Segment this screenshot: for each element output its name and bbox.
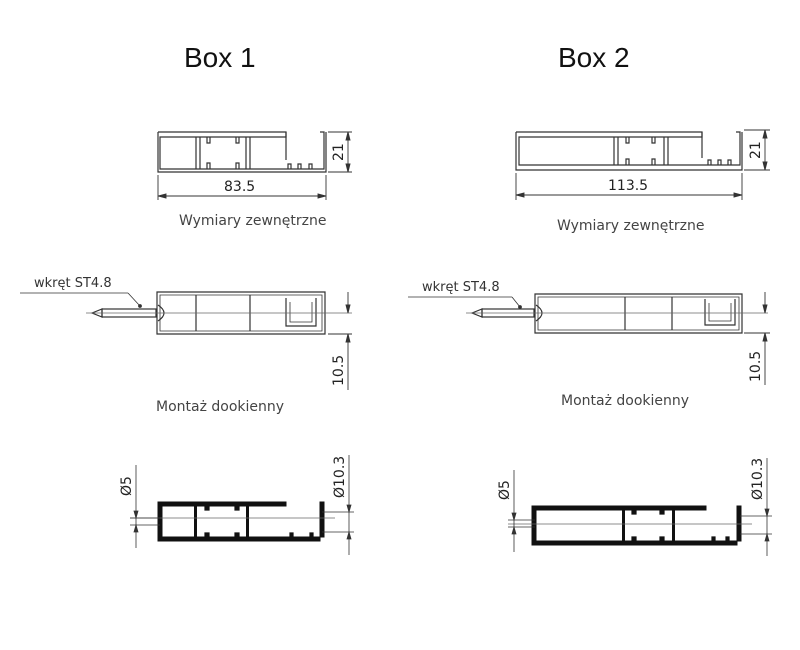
box1-mounting-caption: Montaż dookienny <box>156 399 285 415</box>
box1-screw-leader <box>20 292 352 314</box>
box2-mounting-profile <box>534 293 743 334</box>
box2-height-value: 21 <box>748 141 764 159</box>
box2-external-caption: Wymiary zewnętrzne <box>557 218 705 234</box>
box1-offset-value: 10.5 <box>331 355 347 386</box>
box2-title: Box 2 <box>558 42 630 73</box>
box1-small-hole-value: Ø5 <box>119 476 135 496</box>
box1-width-dimension <box>157 175 327 200</box>
box1-offset-dimension <box>328 292 352 390</box>
box2-hole-dimensions <box>508 458 772 556</box>
box2-offset-value: 10.5 <box>748 351 764 382</box>
box1-screw-label: wkręt ST4.8 <box>34 276 112 291</box>
box1-height-value: 21 <box>331 143 347 161</box>
box1-width-value: 83.5 <box>224 179 255 195</box>
box2-width-value: 113.5 <box>608 178 648 194</box>
box2-large-hole-value: Ø10.3 <box>750 458 766 500</box>
box2-external-profile <box>515 131 743 171</box>
box1-large-hole-value: Ø10.3 <box>332 456 348 498</box>
box1-height-dimension <box>328 131 352 173</box>
box2-width-dimension <box>515 173 743 200</box>
box2-mounting-caption: Montaż dookienny <box>561 393 690 409</box>
box1-title: Box 1 <box>184 42 256 73</box>
box2-offset-dimension <box>744 292 770 385</box>
box1-hole-dimensions <box>130 455 354 555</box>
box2-small-hole-value: Ø5 <box>497 480 513 500</box>
box2-screw-leader <box>408 296 768 314</box>
box2-hole-section <box>531 505 742 546</box>
box2-screw-label: wkręt ST4.8 <box>422 280 500 295</box>
box2-height-dimension <box>744 129 770 171</box>
box1-external-caption: Wymiary zewnętrzne <box>179 213 327 229</box>
box1-external-profile <box>157 131 327 173</box>
box1-hole-section <box>157 501 325 542</box>
